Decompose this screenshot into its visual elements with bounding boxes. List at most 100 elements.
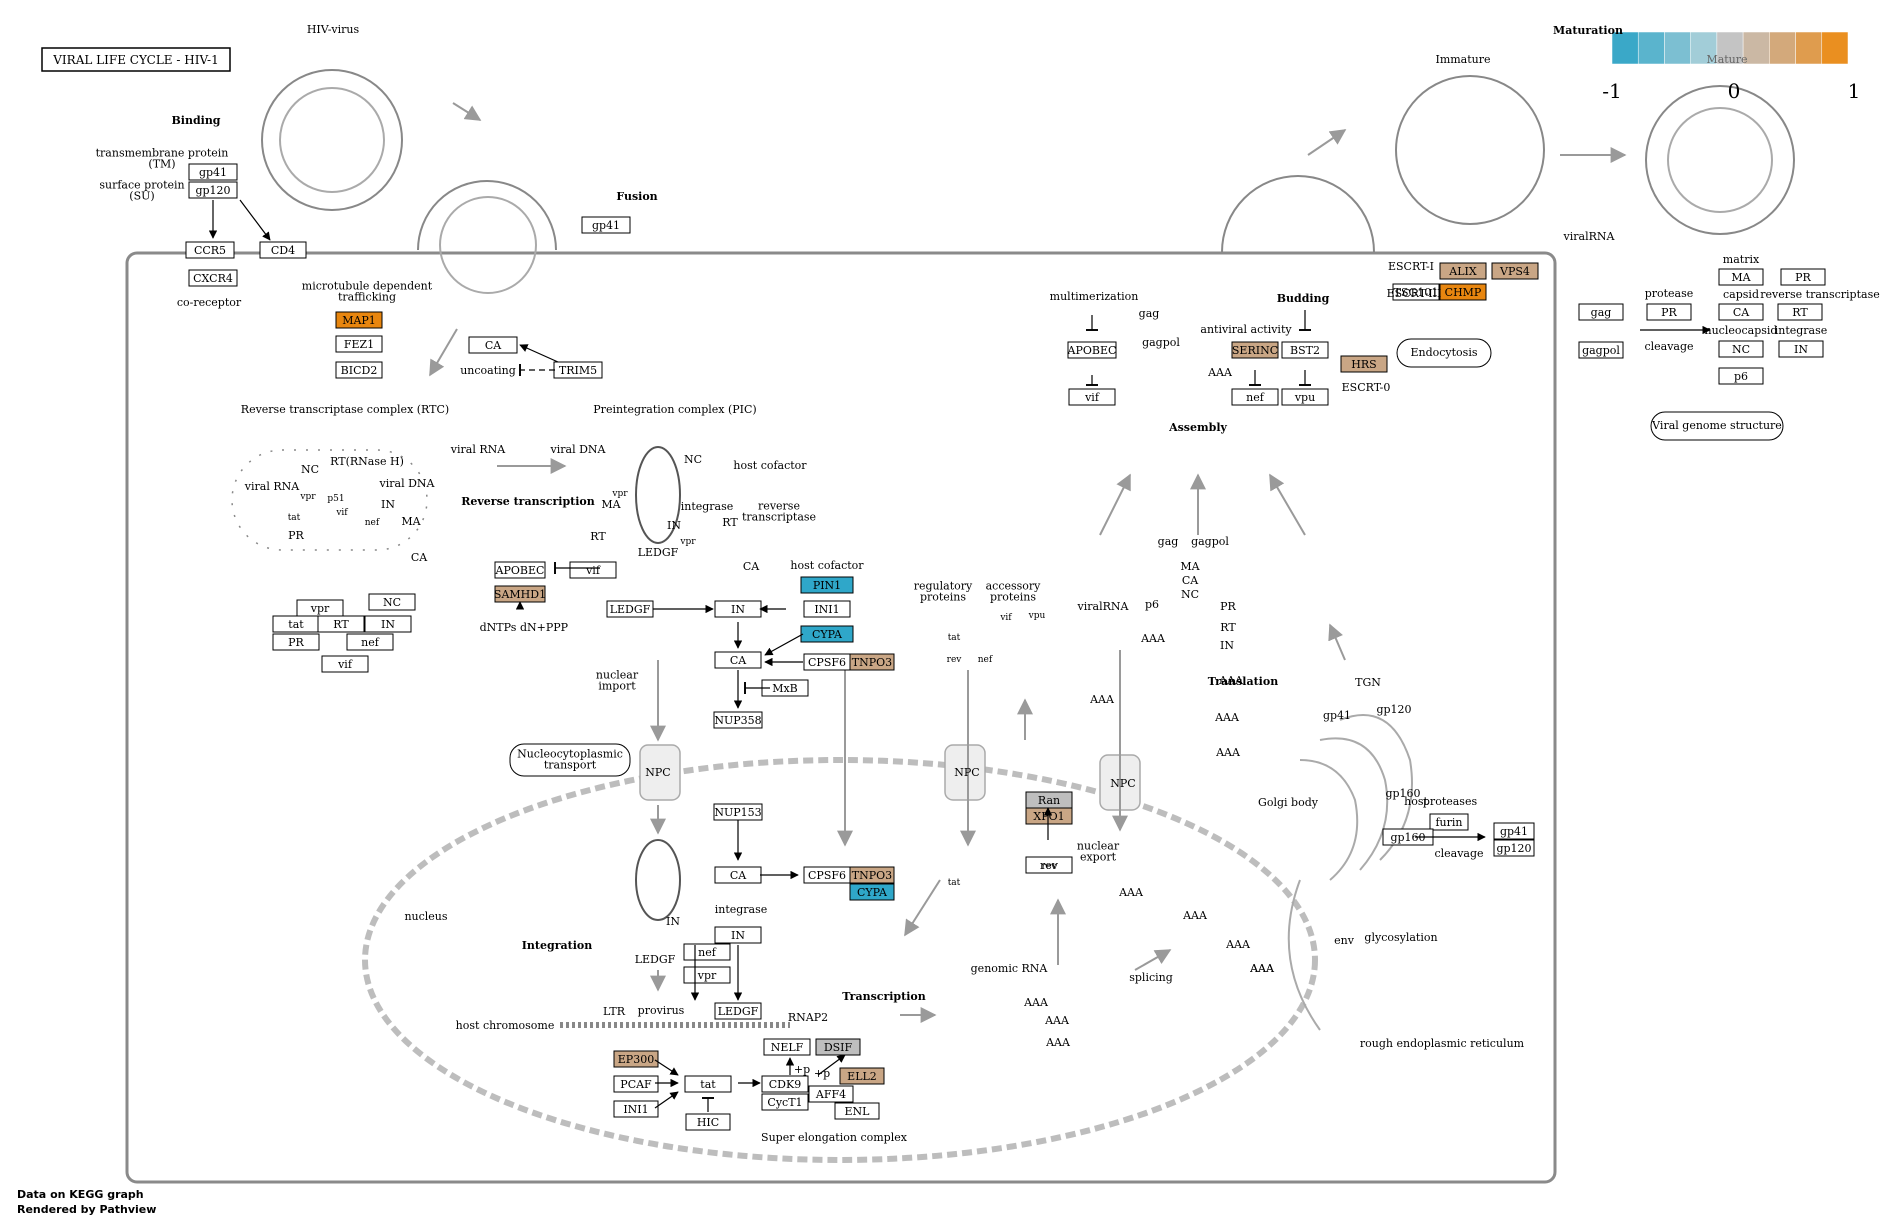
gene-ell2[interactable]: ELL2 — [839, 1067, 885, 1085]
label-tgn: TGN — [1355, 676, 1381, 689]
gene-tsg101[interactable]: TSG101 — [1392, 283, 1440, 301]
gene-xpo1[interactable]: XPO1 — [1025, 807, 1073, 825]
gene-nup153[interactable]: NUP153 — [713, 803, 763, 821]
gene-ca[interactable]: CA — [468, 336, 518, 354]
gene-nc[interactable]: NC — [1718, 340, 1764, 358]
pathway-link-endocytosis[interactable]: Endocytosis — [1396, 338, 1492, 368]
label-glycosylation: glycosylation — [1364, 931, 1437, 944]
gene-vpu[interactable]: vpu — [1281, 388, 1329, 406]
label-aaa: AAA — [1044, 1014, 1070, 1027]
gene-ma[interactable]: MA — [1718, 268, 1764, 286]
gene-bst2[interactable]: BST2 — [1281, 341, 1329, 359]
gene-furin[interactable]: furin — [1429, 813, 1469, 831]
label-transmembrane-protein-tm: transmembrane protein(TM) — [96, 147, 229, 171]
gene-nc[interactable]: NC — [368, 593, 416, 611]
gene-cxcr4[interactable]: CXCR4 — [188, 269, 238, 287]
gene-ca[interactable]: CA — [714, 651, 762, 669]
gene-nef[interactable]: nef — [346, 633, 394, 651]
gene-cpsf6[interactable]: CPSF6 — [803, 866, 851, 884]
gene-tat[interactable]: tat — [684, 1075, 732, 1093]
gene-aff4[interactable]: AFF4 — [808, 1085, 854, 1103]
gene-cypa[interactable]: CYPA — [800, 625, 854, 643]
gene-alix[interactable]: ALIX — [1439, 262, 1487, 280]
gene-tat[interactable]: tat — [272, 615, 320, 633]
gene-vpr[interactable]: vpr — [296, 599, 344, 617]
gene-rt[interactable]: RT — [1777, 303, 1823, 321]
gene-gagpol[interactable]: gagpol — [1578, 341, 1624, 359]
gene-gp120[interactable]: gp120 — [1493, 839, 1535, 857]
gene-label: NUP358 — [714, 714, 761, 727]
gene-in[interactable]: IN — [714, 926, 762, 944]
gene-ran[interactable]: Ran — [1025, 791, 1073, 809]
gene-cpsf6[interactable]: CPSF6 — [803, 653, 851, 671]
gene-vps4[interactable]: VPS4 — [1491, 262, 1539, 280]
gene-enl[interactable]: ENL — [834, 1102, 880, 1120]
gene-ledgf[interactable]: LEDGF — [714, 1002, 762, 1020]
gene-label: CycT1 — [767, 1096, 802, 1109]
gene-vif[interactable]: vif — [569, 561, 617, 579]
gene-hrs[interactable]: HRS — [1340, 355, 1388, 373]
gene-serinc[interactable]: SERINC — [1231, 341, 1279, 359]
gene-map1[interactable]: MAP1 — [335, 311, 383, 329]
label-nucleocapsid: nucleocapsid — [1705, 324, 1778, 337]
gene-gp41[interactable]: gp41 — [581, 216, 631, 234]
label-splicing: splicing — [1129, 971, 1173, 984]
gene-tnpo3[interactable]: TNPO3 — [849, 653, 895, 671]
gene-rt[interactable]: RT — [317, 615, 365, 633]
label-viral-dna: viral DNA — [550, 443, 607, 456]
gene-gp120[interactable]: gp120 — [188, 181, 238, 199]
gene-gp41[interactable]: gp41 — [188, 163, 238, 181]
gene-ep300[interactable]: EP300 — [613, 1050, 659, 1068]
gene-bicd2[interactable]: BICD2 — [335, 361, 383, 379]
gene-pin1[interactable]: PIN1 — [800, 576, 854, 594]
gene-nef[interactable]: nef — [1231, 388, 1279, 406]
gene-ini1[interactable]: INI1 — [613, 1100, 659, 1118]
gene-mxb[interactable]: MxB — [761, 679, 809, 697]
label-aaa: AAA — [1249, 962, 1275, 975]
gene-vpr[interactable]: vpr — [683, 966, 731, 984]
label-ledgf: LEDGF — [638, 546, 679, 559]
gene-ccr5[interactable]: CCR5 — [185, 241, 235, 259]
gene-samhd1[interactable]: SAMHD1 — [494, 585, 546, 603]
gene-pr[interactable]: PR — [272, 633, 320, 651]
gene-nelf[interactable]: NELF — [763, 1038, 811, 1056]
color-key-swatch — [1637, 31, 1665, 65]
gene-ca[interactable]: CA — [714, 866, 762, 884]
gene-ledgf[interactable]: LEDGF — [606, 600, 654, 618]
gene-apobec[interactable]: APOBEC — [1067, 341, 1117, 359]
label-aaa: AAA — [1089, 693, 1115, 706]
gene-nup358[interactable]: NUP358 — [713, 711, 763, 729]
gene-apobec[interactable]: APOBEC — [494, 561, 546, 579]
gene-in[interactable]: IN — [1778, 340, 1824, 358]
gene-cypa[interactable]: CYPA — [849, 883, 895, 901]
gene-in[interactable]: IN — [714, 600, 762, 618]
label-escrt-0: ESCRT-0 — [1342, 381, 1391, 394]
gene-nef[interactable]: nef — [683, 943, 731, 961]
gene-p6[interactable]: p6 — [1718, 367, 1764, 385]
gene-ini1[interactable]: INI1 — [803, 600, 851, 618]
gene-pr[interactable]: PR — [1646, 303, 1692, 321]
gene-fez1[interactable]: FEZ1 — [335, 335, 383, 353]
gene-ca[interactable]: CA — [1718, 303, 1764, 321]
gene-vif[interactable]: vif — [1068, 388, 1116, 406]
gene-cdk9[interactable]: CDK9 — [761, 1075, 809, 1093]
gene-vif[interactable]: vif — [321, 655, 369, 673]
gene-label: PR — [288, 636, 304, 649]
gene-gag[interactable]: gag — [1578, 303, 1624, 321]
gene-gp41[interactable]: gp41 — [1493, 822, 1535, 840]
gene-cd4[interactable]: CD4 — [259, 241, 307, 259]
gene-pcaf[interactable]: PCAF — [613, 1075, 659, 1093]
gene-cyct1[interactable]: CycT1 — [761, 1093, 809, 1111]
gene-in[interactable]: IN — [364, 615, 412, 633]
gene-pr[interactable]: PR — [1780, 268, 1826, 286]
pathway-link-label: Viral genome structure — [1651, 419, 1782, 432]
color-key-swatch — [1795, 31, 1823, 65]
gene-chmp[interactable]: CHMP — [1439, 283, 1487, 301]
pathway-link-viral-genome-structure[interactable]: Viral genome structure — [1650, 411, 1784, 441]
gene-rev[interactable]: rev — [1025, 856, 1073, 874]
gene-tnpo3[interactable]: TNPO3 — [849, 866, 895, 884]
gene-trim5[interactable]: TRIM5 — [553, 361, 603, 379]
gene-hic[interactable]: HIC — [685, 1113, 731, 1131]
gene-dsif[interactable]: DSIF — [815, 1038, 861, 1056]
